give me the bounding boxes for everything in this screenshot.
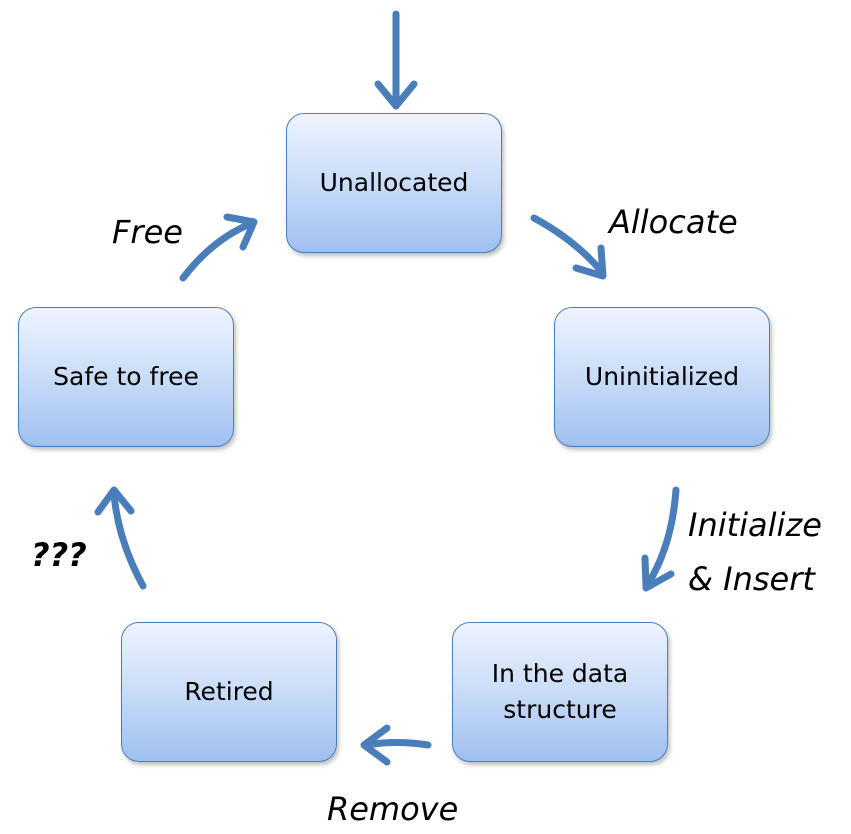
transition-label-initialize: Initialize (688, 506, 822, 544)
allocate-arrow (530, 214, 607, 280)
initialize-insert-arrow (641, 486, 680, 592)
remove-arrow (360, 724, 432, 766)
state-in-data-structure-line2: structure (503, 695, 617, 724)
state-in-data-structure: In the data structure (452, 622, 668, 762)
state-uninitialized: Uninitialized (554, 307, 770, 447)
transition-label-insert: & Insert (688, 560, 815, 598)
transition-label-remove: Remove (327, 790, 459, 828)
state-safe-to-free-label: Safe to free (53, 361, 199, 391)
transition-label-unknown: ??? (31, 536, 87, 574)
transition-label-allocate: Allocate (609, 203, 738, 241)
state-retired-label: Retired (184, 676, 274, 706)
state-unallocated: Unallocated (286, 113, 502, 253)
free-arrow (179, 213, 258, 282)
state-in-data-structure-line1: In the data (491, 658, 629, 688)
unknown-arrow (94, 486, 147, 590)
state-in-data-structure-text: In the data structure (492, 656, 628, 729)
entry-arrow (374, 10, 418, 110)
state-unallocated-label: Unallocated (319, 167, 469, 197)
transition-label-free: Free (112, 213, 183, 251)
state-retired: Retired (121, 622, 337, 762)
state-safe-to-free: Safe to free (18, 307, 234, 447)
state-uninitialized-label: Uninitialized (584, 361, 740, 391)
